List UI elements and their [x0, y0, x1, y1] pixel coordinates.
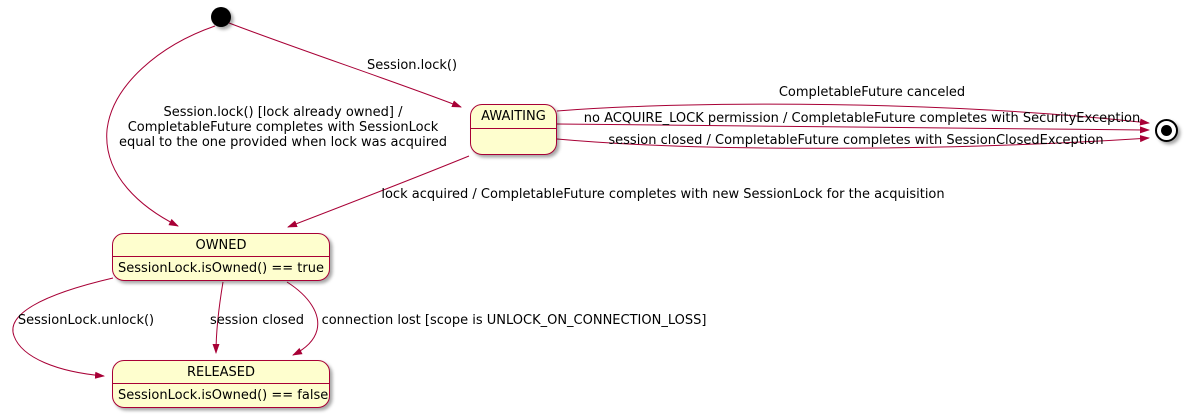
state-owned: OWNED SessionLock.isOwned() == true — [112, 233, 330, 281]
label-no-acquire-lock-permission: no ACQUIRE_LOCK permission / Completable… — [583, 111, 1141, 126]
label-session-lock: Session.lock() — [366, 58, 458, 73]
label-sessionlock-unlock: SessionLock.unlock() — [17, 313, 155, 328]
state-awaiting-description — [471, 129, 556, 154]
state-owned-title: OWNED — [113, 234, 329, 257]
label-completablefuture-canceled: CompletableFuture canceled — [778, 85, 966, 100]
label-session-closed-exception: session closed / CompletableFuture compl… — [608, 133, 1104, 148]
label-session-closed: session closed — [210, 313, 304, 328]
state-awaiting-title: AWAITING — [471, 105, 556, 129]
state-released-description: SessionLock.isOwned() == false — [118, 388, 329, 403]
label-lock-acquired: lock acquired / CompletableFuture comple… — [381, 187, 945, 202]
state-released: RELEASED SessionLock.isOwned() == false — [112, 360, 330, 408]
final-state — [1155, 119, 1178, 142]
state-awaiting: AWAITING — [470, 104, 557, 155]
label-lock-already-owned: Session.lock() [lock already owned] / Co… — [118, 105, 448, 150]
state-owned-description: SessionLock.isOwned() == true — [118, 261, 324, 276]
state-released-title: RELEASED — [113, 361, 329, 384]
label-connection-lost: connection lost [scope is UNLOCK_ON_CONN… — [321, 313, 707, 328]
initial-state — [211, 7, 231, 27]
final-state-core — [1161, 125, 1172, 136]
